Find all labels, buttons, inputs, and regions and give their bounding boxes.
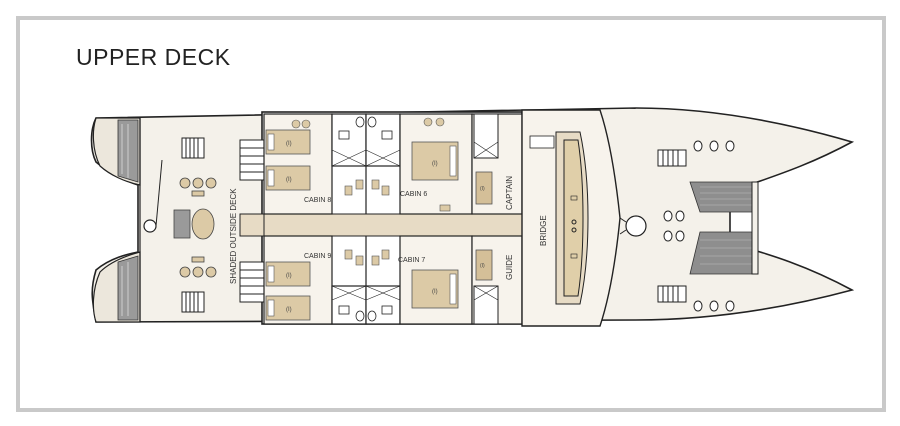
cabin-9: (I) (I) CABIN 9	[263, 235, 333, 325]
label-cabin-7: CABIN 7	[398, 257, 425, 264]
label-cabin-9: CABIN 9	[304, 253, 331, 260]
stairs-aft-bottom	[181, 291, 205, 313]
label-guide: GUIDE	[505, 255, 514, 280]
lounge-table	[173, 208, 215, 240]
cabin-7: (I) CABIN 7	[398, 235, 473, 325]
cabin-chairs-top	[344, 179, 390, 196]
svg-text:(I): (I)	[480, 186, 485, 192]
stairs-fore-bottom	[657, 285, 687, 303]
central-corridor	[261, 213, 523, 237]
bollards	[663, 140, 735, 312]
bath-cabin-6	[365, 113, 401, 167]
captain-cabin: (I) CAPTAIN	[471, 113, 523, 215]
bath-cabin-7	[365, 285, 401, 325]
svg-text:(I): (I)	[286, 177, 292, 183]
deck-title: UPPER DECK	[76, 44, 231, 70]
label-shaded-outside-deck: SHADED OUTSIDE DECK	[229, 188, 238, 284]
label-cabin-6: CABIN 6	[400, 191, 427, 198]
stairs-aft-top	[181, 137, 205, 159]
bow-net-bottom	[689, 231, 753, 275]
guide-cabin: (I) GUIDE	[471, 235, 523, 325]
label-captain: CAPTAIN	[505, 176, 514, 210]
svg-text:(I): (I)	[286, 273, 292, 279]
mast	[619, 215, 647, 237]
bow-net-top	[689, 181, 753, 213]
label-bridge: BRIDGE	[539, 215, 548, 246]
bridge: BRIDGE	[521, 109, 621, 327]
svg-text:(I): (I)	[480, 263, 485, 269]
svg-text:(I): (I)	[432, 289, 438, 295]
cabin-8: (I) (I) CABIN 8	[263, 113, 333, 215]
stairs-cabin-8	[239, 139, 265, 181]
bath-cabin-9	[331, 285, 367, 325]
stairs-fore-top	[657, 149, 687, 167]
lounge-chairs-bottom	[179, 256, 217, 278]
cabin-6: (I) CABIN 6	[399, 113, 473, 215]
svg-text:(I): (I)	[286, 141, 292, 147]
svg-text:(I): (I)	[286, 307, 292, 313]
bath-cabin-8	[331, 113, 367, 167]
label-cabin-8: CABIN 8	[304, 197, 331, 204]
svg-text:(I): (I)	[432, 161, 438, 167]
lounge-chairs-top	[179, 177, 217, 197]
cabin-chairs-bottom	[344, 249, 390, 266]
stairs-cabin-9	[239, 261, 265, 303]
